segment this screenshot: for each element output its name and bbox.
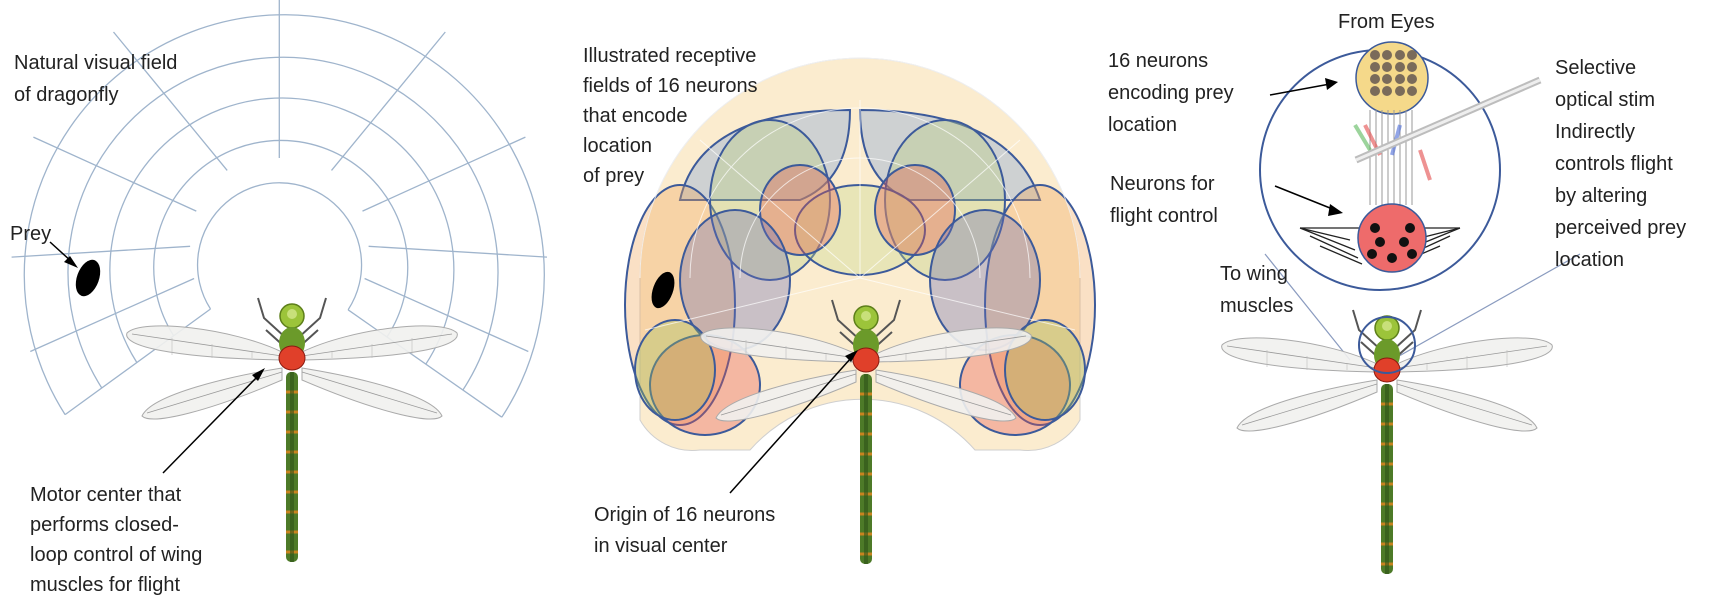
neuron-cluster-bottom (1358, 204, 1426, 272)
origin-label: Origin of 16 neurons in visual center (594, 500, 775, 562)
prey-label: Prey (10, 218, 51, 250)
flight-neurons-label: Neurons for flight control (1110, 168, 1218, 232)
wing-muscles-label: To wing muscles (1220, 258, 1293, 322)
from-eyes-label: From Eyes (1338, 6, 1435, 38)
neuron-cluster-top (1356, 42, 1428, 114)
prey-marker (71, 256, 105, 299)
visual-field-title: Natural visual field of dragonfly (14, 47, 177, 111)
optical-stim-label: Selective optical stim Indirectly contro… (1555, 52, 1686, 276)
encoding-neurons-label: 16 neurons encoding prey location (1108, 45, 1234, 141)
receptive-fields-title: Illustrated receptive fields of 16 neuro… (583, 41, 758, 191)
dragonfly-right (1222, 310, 1553, 574)
motor-center-label: Motor center that performs closed- loop … (30, 480, 202, 600)
